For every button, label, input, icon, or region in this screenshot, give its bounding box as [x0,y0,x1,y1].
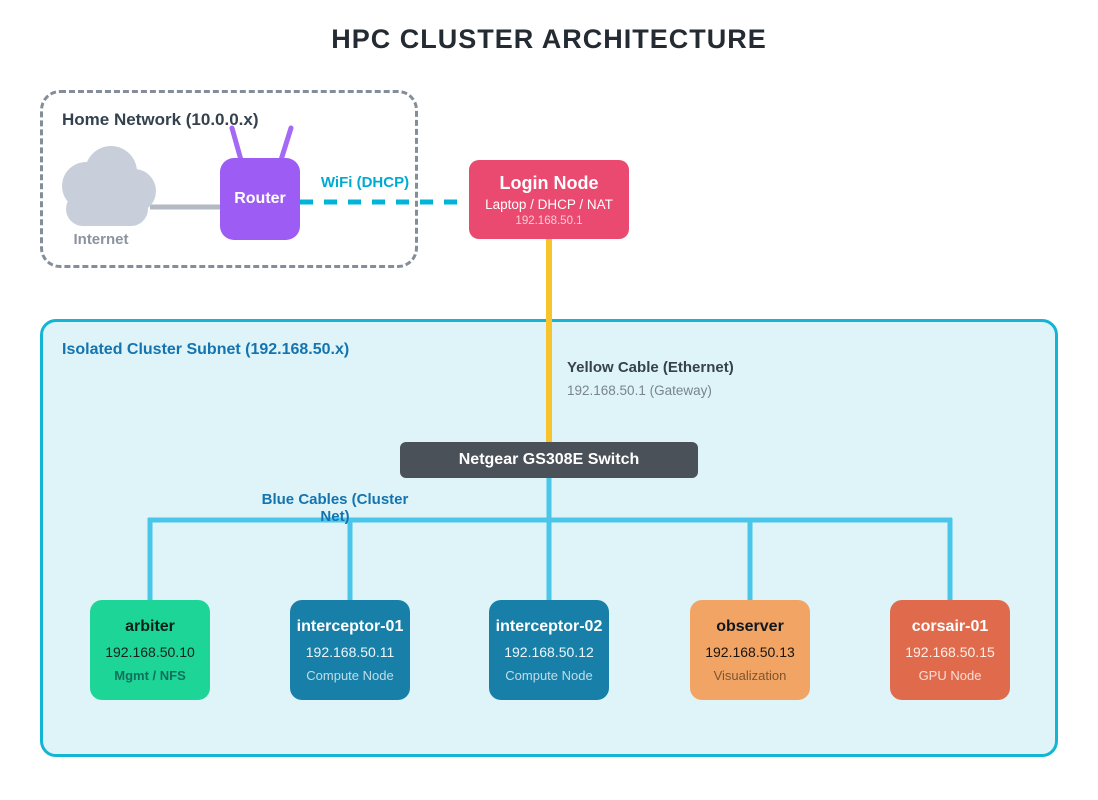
page-title: HPC CLUSTER ARCHITECTURE [331,24,767,54]
router-label: Router [234,190,286,207]
node-name: interceptor-01 [296,617,404,635]
node-name: interceptor-02 [495,617,603,635]
node-role: Compute Node [505,667,593,683]
node-ip: 192.168.50.15 [905,643,995,660]
node-ip: 192.168.50.10 [105,643,195,660]
cluster-subnet-label: Isolated Cluster Subnet (192.168.50.x) [62,341,350,358]
node-role: Mgmt / NFS [114,667,186,683]
node-role: GPU Node [918,667,982,683]
login-node-box: Login Node Laptop / DHCP / NAT 192.168.5… [469,160,629,239]
yellow-cable-label: Yellow Cable (Ethernet) [567,359,734,376]
home-network-box [40,90,418,268]
node-role: Compute Node [306,667,394,683]
node-ip: 192.168.50.13 [705,643,795,660]
node-card-observer: observer 192.168.50.13 Visualization [690,600,810,700]
network-switch-label: Netgear GS308E Switch [458,451,640,468]
login-node-subtitle: Laptop / DHCP / NAT [485,196,613,212]
node-role: Visualization [713,667,787,683]
login-node-ip: 192.168.50.1 [515,214,583,227]
node-name: observer [716,617,784,635]
network-switch-box: Netgear GS308E Switch [400,442,698,478]
wifi-link-label: WiFi (DHCP) [320,174,410,191]
node-name: arbiter [125,617,175,635]
home-network-label: Home Network (10.0.0.x) [62,110,259,129]
router-box: Router [220,158,300,240]
yellow-cable-gateway: 192.168.50.1 (Gateway) [567,383,712,398]
blue-cables-label: Blue Cables (Cluster Net) [261,491,409,525]
node-card-interceptor-01: interceptor-01 192.168.50.11 Compute Nod… [290,600,410,700]
node-ip: 192.168.50.11 [305,643,395,660]
node-card-corsair-01: corsair-01 192.168.50.15 GPU Node [890,600,1010,700]
node-card-interceptor-02: interceptor-02 192.168.50.12 Compute Nod… [489,600,609,700]
login-node-title: Login Node [499,172,599,193]
internet-label: Internet [73,231,129,248]
node-name: corsair-01 [911,617,989,635]
node-ip: 192.168.50.12 [504,643,594,660]
node-card-arbiter: arbiter 192.168.50.10 Mgmt / NFS [90,600,210,700]
